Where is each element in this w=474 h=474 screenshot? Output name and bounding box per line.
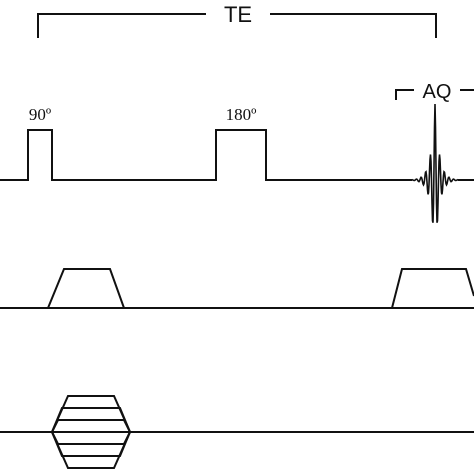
aq-bracket: AQ (395, 81, 474, 103)
te-bracket-right (270, 13, 437, 38)
readout-lobe (391, 268, 474, 309)
te-bracket-left (37, 13, 206, 38)
te-bracket: TE (37, 2, 437, 38)
phase-encode-table (50, 395, 132, 469)
rf-baseline (0, 129, 412, 181)
te-label: TE (224, 2, 252, 27)
aq-label: AQ (423, 81, 452, 103)
excitation-pulse-label: 90º (29, 105, 51, 124)
phase-gradient-line (0, 395, 474, 469)
phase-step-5 (51, 431, 131, 457)
aq-bracket-left (395, 89, 414, 100)
readout-gradient-line (0, 268, 474, 309)
dephasing-lobe (47, 268, 125, 309)
rf-line: 90º 180º (0, 103, 474, 223)
phase-step-4 (51, 431, 131, 445)
refocusing-pulse-label: 180º (226, 105, 257, 124)
phase-step-3 (51, 419, 131, 433)
echo-signal (411, 103, 459, 223)
